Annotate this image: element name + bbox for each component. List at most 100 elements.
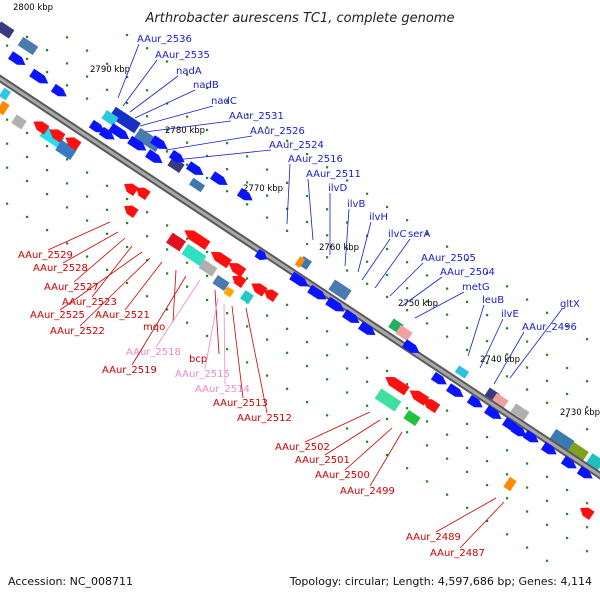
tick-label: 2770 kbp: [243, 184, 283, 194]
position-dot: [466, 506, 469, 509]
position-dot: [246, 325, 249, 328]
position-dot: [346, 343, 349, 346]
reverse-gene-arrow: [228, 263, 247, 278]
genome-info-text: Topology: circular; Length: 4,597,686 bp…: [289, 575, 592, 588]
position-dot: [506, 497, 509, 500]
forward-gene-label: AAur_2504: [440, 267, 495, 278]
position-dot: [286, 327, 289, 330]
position-dot: [186, 163, 189, 166]
forward-gene-arrow: [289, 271, 309, 287]
position-dot: [306, 340, 309, 344]
position-dot: [186, 73, 189, 76]
position-dot: [86, 219, 89, 222]
position-dot: [546, 379, 549, 382]
forward-gene-leader: [344, 208, 350, 267]
position-dot: [46, 49, 49, 52]
position-dot: [386, 205, 389, 209]
position-dot: [546, 475, 549, 478]
position-dot: [66, 84, 69, 87]
reverse-gene-leader: [245, 307, 268, 414]
position-dot: [546, 353, 549, 356]
position-dot: [106, 208, 109, 211]
position-dot: [526, 340, 529, 343]
reverse-gene-arrow: [580, 507, 595, 521]
position-dot: [546, 311, 549, 314]
position-dot: [126, 197, 129, 201]
position-dot: [326, 256, 329, 259]
forward-gene-label: AAur_2536: [137, 34, 192, 45]
forward-gene-label: AAur_2516: [288, 154, 343, 165]
forward-gene-arrow: [522, 429, 539, 443]
position-dot: [546, 499, 549, 502]
position-dot: [446, 335, 449, 338]
position-dot: [446, 313, 449, 316]
position-dot: [86, 171, 89, 174]
forward-gene-arrow: [108, 123, 130, 140]
reverse-gene-label: AAur_2502: [275, 442, 330, 453]
position-dot: [126, 75, 129, 79]
position-dot: [486, 520, 489, 523]
position-dot: [166, 150, 169, 153]
position-dot: [286, 351, 289, 354]
position-dot: [146, 295, 149, 298]
position-dot: [406, 467, 409, 470]
position-dot: [406, 261, 409, 264]
forward-gene-leader: [414, 291, 465, 319]
position-dot: [346, 427, 349, 430]
reverse-gene-labels: AAur_2529AAur_2528AAur_2527AAur_2523AAur…: [18, 221, 505, 559]
feature-block: [101, 109, 119, 127]
position-dot: [306, 194, 309, 198]
position-dot: [566, 414, 569, 418]
position-dot: [266, 216, 269, 219]
position-dot: [586, 526, 589, 529]
reverse-gene-leader: [344, 427, 393, 471]
position-dot: [186, 321, 189, 324]
position-dot: [326, 378, 329, 381]
position-dot: [6, 202, 9, 205]
position-dot: [466, 446, 469, 449]
forward-gene-arrow: [186, 161, 204, 175]
position-dot: [166, 272, 169, 275]
forward-gene-arrow: [402, 339, 420, 353]
position-dot: [66, 62, 69, 65]
forward-gene-arrow: [29, 68, 49, 84]
position-dot: [466, 470, 469, 473]
position-dot: [426, 444, 429, 447]
position-dot: [266, 126, 269, 129]
position-dot: [526, 510, 529, 513]
reverse-gene-arrow: [124, 205, 139, 219]
position-dot: [386, 247, 389, 251]
reverse-gene-label: AAur_2512: [237, 413, 292, 424]
reverse-gene-leader: [47, 221, 111, 251]
position-dot: [346, 391, 349, 394]
position-dot: [326, 234, 329, 237]
position-dot: [206, 334, 209, 338]
position-dot: [586, 406, 589, 409]
position-dot: [586, 380, 589, 383]
feature-block: [374, 388, 402, 412]
position-dot: [566, 536, 569, 540]
position-dot: [46, 145, 49, 148]
reverse-gene-label: AAur_2518: [126, 347, 181, 358]
position-dot: [366, 404, 369, 407]
position-dot: [326, 330, 329, 333]
position-dot: [206, 274, 209, 278]
position-dot: [406, 287, 409, 290]
position-dot: [246, 277, 249, 280]
reverse-gene-label: AAur_2528: [33, 263, 88, 274]
reverse-gene-label: AAur_2487: [430, 548, 485, 559]
position-dot: [306, 242, 309, 246]
position-dot: [466, 422, 469, 425]
tick-label: 2800 kbp: [13, 3, 53, 13]
position-dot: [306, 400, 309, 404]
position-dot: [46, 193, 49, 196]
reverse-gene-arrow: [264, 289, 279, 303]
feature-block: [328, 279, 352, 301]
position-dot: [526, 388, 529, 391]
position-dot: [546, 401, 549, 404]
position-dot: [506, 327, 509, 330]
position-dot: [286, 229, 289, 232]
position-dot: [446, 457, 449, 460]
reverse-gene-arrow: [422, 399, 441, 414]
